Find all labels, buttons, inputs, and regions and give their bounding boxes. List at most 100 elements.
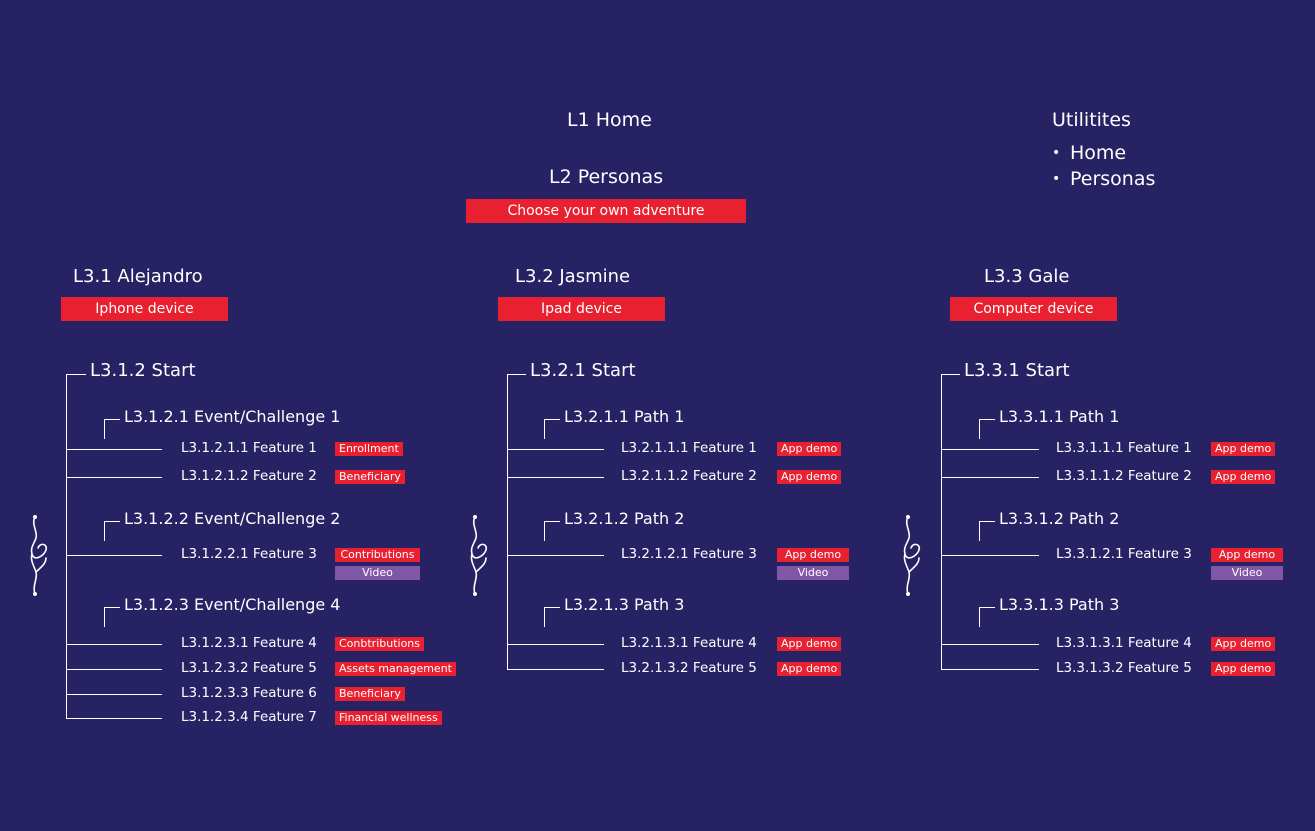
feature-connector bbox=[507, 477, 604, 478]
group-corner-v bbox=[544, 521, 545, 541]
feature-label: L3.1.2.3.3 Feature 6 bbox=[181, 685, 317, 701]
feature-connector bbox=[941, 449, 1039, 450]
feature-tag: Enrollment bbox=[335, 442, 403, 456]
l2-personas-title: L2 Personas bbox=[549, 166, 664, 188]
device-tag: Iphone device bbox=[61, 297, 228, 321]
persona-title: L3.1 Alejandro bbox=[73, 266, 203, 287]
feature-connector bbox=[66, 477, 162, 478]
group-corner-h bbox=[544, 419, 560, 420]
feature-tag: Financial wellness bbox=[335, 711, 442, 725]
feature-connector bbox=[66, 669, 162, 670]
l1-home-title: L1 Home bbox=[567, 109, 652, 131]
feature-tag: App demo bbox=[1211, 662, 1276, 676]
device-tag: Computer device bbox=[950, 297, 1117, 321]
choose-adventure-tag: Choose your own adventure bbox=[466, 199, 746, 223]
feature-label: L3.1.2.1.2 Feature 2 bbox=[181, 468, 317, 484]
group-corner-v bbox=[979, 521, 980, 541]
start-label: L3.3.1 Start bbox=[964, 360, 1070, 381]
feature-tag: App demo bbox=[777, 548, 849, 562]
tree-trunk bbox=[66, 374, 67, 718]
device-tag: Ipad device bbox=[498, 297, 665, 321]
feature-tag: App demo bbox=[777, 442, 842, 456]
feature-label: L3.2.1.2.1 Feature 3 bbox=[621, 546, 757, 562]
group-corner-v bbox=[104, 521, 105, 541]
feature-label: L3.3.1.3.1 Feature 4 bbox=[1056, 635, 1192, 651]
tree-trunk bbox=[507, 374, 508, 669]
feature-label: L3.1.2.2.1 Feature 3 bbox=[181, 546, 317, 562]
utilities-panel: Utilitites Home Personas bbox=[1052, 111, 1155, 192]
feature-tag: App demo bbox=[777, 637, 842, 651]
group-corner-v bbox=[544, 607, 545, 627]
video-tag: Video bbox=[335, 566, 420, 580]
feature-connector bbox=[507, 644, 604, 645]
group-corner-v bbox=[104, 419, 105, 439]
video-tag: Video bbox=[1211, 566, 1283, 580]
feature-tag: App demo bbox=[1211, 637, 1276, 651]
feature-tag: Contributions bbox=[335, 548, 420, 562]
utilities-item-label: Home bbox=[1070, 142, 1127, 164]
loop-icon bbox=[30, 515, 48, 596]
utilities-title: Utilitites bbox=[1052, 109, 1131, 131]
loop-icon bbox=[470, 515, 488, 596]
group-title: L3.3.1.1 Path 1 bbox=[999, 407, 1120, 426]
tree-trunk bbox=[941, 374, 942, 669]
utilities-item-label: Personas bbox=[1070, 168, 1156, 190]
feature-tag: App demo bbox=[777, 470, 842, 484]
utilities-item-personas: Personas bbox=[1052, 166, 1155, 192]
group-corner-h bbox=[104, 521, 120, 522]
feature-tag: Conbtributions bbox=[335, 637, 425, 651]
group-title: L3.2.1.2 Path 2 bbox=[564, 509, 685, 528]
feature-connector bbox=[66, 449, 162, 450]
feature-connector bbox=[941, 555, 1039, 556]
feature-connector bbox=[66, 555, 162, 556]
feature-connector bbox=[66, 718, 162, 719]
group-corner-h bbox=[979, 521, 995, 522]
group-corner-v bbox=[979, 607, 980, 627]
feature-connector bbox=[66, 694, 162, 695]
feature-label: L3.3.1.1.1 Feature 1 bbox=[1056, 440, 1192, 456]
feature-tag: App demo bbox=[1211, 470, 1276, 484]
persona-title: L3.2 Jasmine bbox=[515, 266, 631, 287]
feature-connector bbox=[507, 669, 604, 670]
group-corner-v bbox=[979, 419, 980, 439]
loop-icon bbox=[903, 515, 921, 596]
feature-tag: App demo bbox=[1211, 442, 1276, 456]
feature-connector bbox=[66, 644, 162, 645]
group-corner-h bbox=[544, 607, 560, 608]
feature-label: L3.2.1.1.1 Feature 1 bbox=[621, 440, 757, 456]
start-label: L3.1.2 Start bbox=[90, 360, 196, 381]
feature-label: L3.1.2.1.1 Feature 1 bbox=[181, 440, 317, 456]
feature-label: L3.1.2.3.2 Feature 5 bbox=[181, 660, 317, 676]
group-title: L3.1.2.3 Event/Challenge 4 bbox=[124, 595, 341, 614]
group-corner-v bbox=[544, 419, 545, 439]
group-title: L3.1.2.2 Event/Challenge 2 bbox=[124, 509, 341, 528]
feature-connector bbox=[507, 555, 604, 556]
start-corner-line bbox=[66, 374, 86, 375]
group-corner-h bbox=[979, 607, 995, 608]
feature-connector bbox=[941, 477, 1039, 478]
feature-label: L3.3.1.3.2 Feature 5 bbox=[1056, 660, 1192, 676]
group-title: L3.2.1.3 Path 3 bbox=[564, 595, 685, 614]
feature-label: L3.2.1.3.1 Feature 4 bbox=[621, 635, 757, 651]
group-corner-h bbox=[104, 419, 120, 420]
group-title: L3.3.1.2 Path 2 bbox=[999, 509, 1120, 528]
group-corner-h bbox=[544, 521, 560, 522]
feature-label: L3.3.1.1.2 Feature 2 bbox=[1056, 468, 1192, 484]
feature-label: L3.2.1.3.2 Feature 5 bbox=[621, 660, 757, 676]
feature-tag: Beneficiary bbox=[335, 687, 405, 701]
feature-connector bbox=[507, 449, 604, 450]
start-label: L3.2.1 Start bbox=[530, 360, 636, 381]
feature-tag: App demo bbox=[777, 662, 842, 676]
feature-tag: Assets management bbox=[335, 662, 456, 676]
group-corner-h bbox=[104, 607, 120, 608]
start-corner-line bbox=[507, 374, 526, 375]
feature-label: L3.3.1.2.1 Feature 3 bbox=[1056, 546, 1192, 562]
group-title: L3.3.1.3 Path 3 bbox=[999, 595, 1120, 614]
group-title: L3.2.1.1 Path 1 bbox=[564, 407, 685, 426]
video-tag: Video bbox=[777, 566, 849, 580]
group-corner-v bbox=[104, 607, 105, 627]
start-corner-line bbox=[941, 374, 960, 375]
group-corner-h bbox=[979, 419, 995, 420]
feature-tag: App demo bbox=[1211, 548, 1283, 562]
feature-connector bbox=[941, 644, 1039, 645]
